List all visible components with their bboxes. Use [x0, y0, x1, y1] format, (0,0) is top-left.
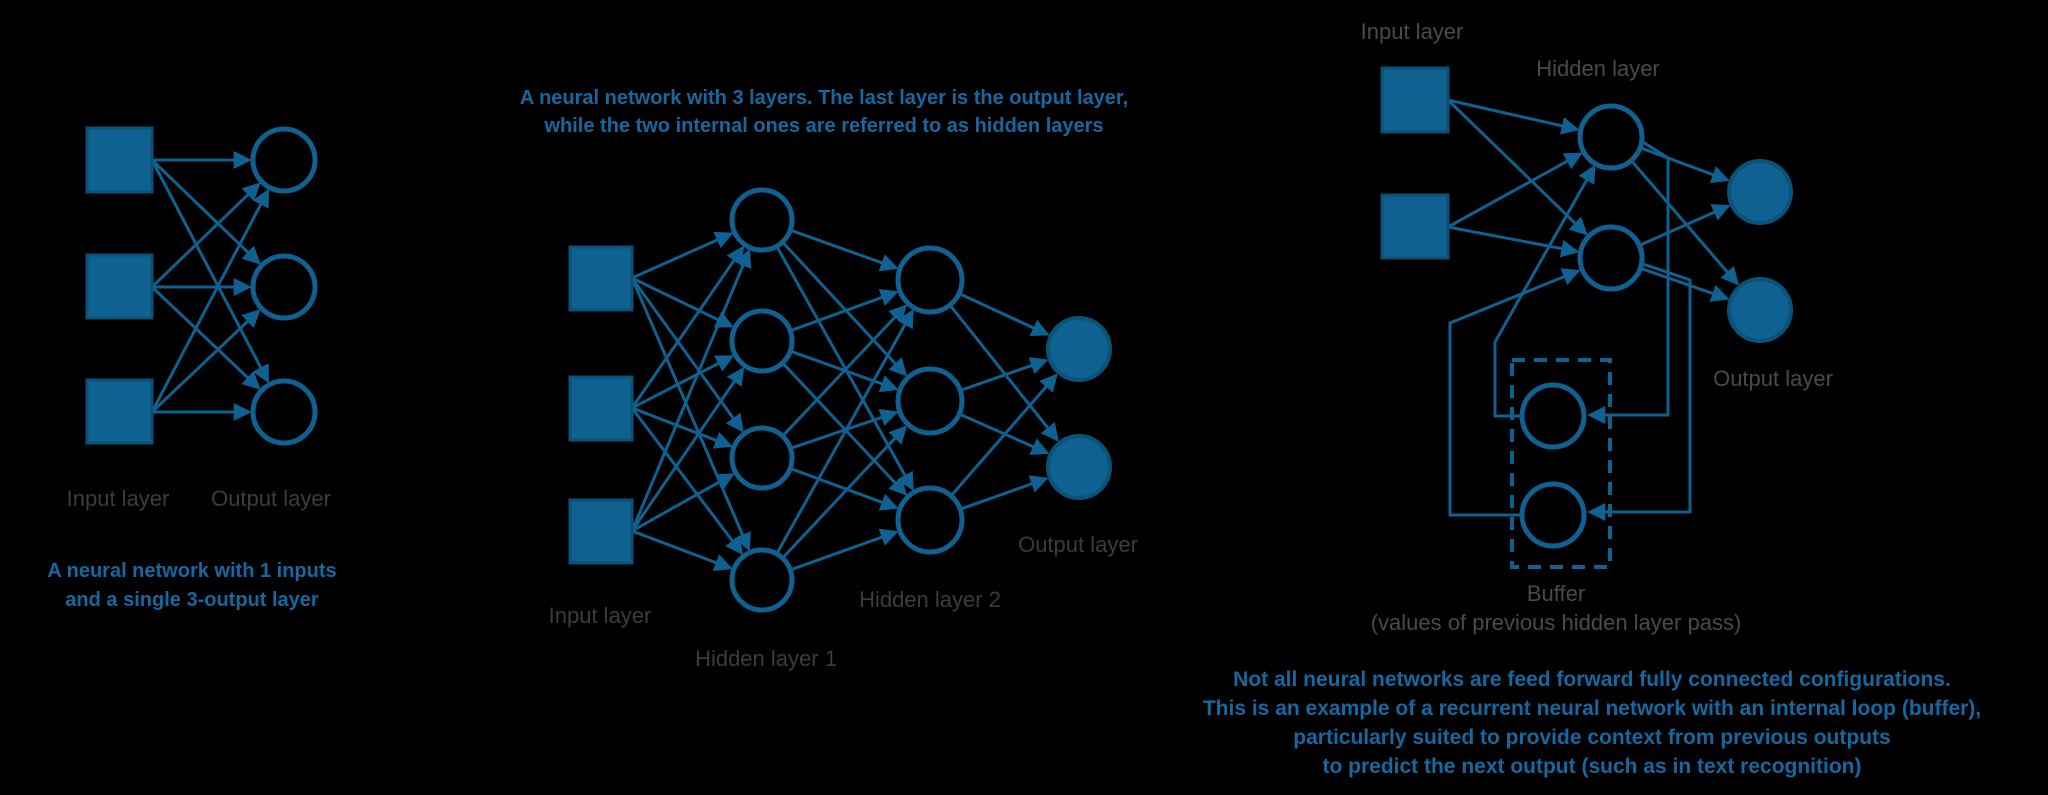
- d3-buffer-label: Buffer: [1526, 581, 1586, 606]
- connection-arrow: [150, 309, 261, 414]
- output-node: [1727, 159, 1793, 225]
- neuron-node: [895, 245, 965, 315]
- connection-arrow: [790, 528, 899, 571]
- neuron-node: [1577, 103, 1645, 171]
- connection-arrow: [630, 277, 744, 433]
- input-node: [568, 375, 634, 442]
- connection-arrow: [631, 406, 733, 449]
- neuron-node: [729, 547, 795, 613]
- connection-arrow: [631, 529, 733, 572]
- d2-caption-line1: A neural network with 3 layers. The last…: [519, 87, 1129, 109]
- connection-arrow: [1447, 152, 1583, 229]
- d2-caption-line2: while the two internal ones are referred…: [544, 115, 1104, 137]
- connection-arrow: [631, 473, 735, 533]
- d2-input-layer-label: Input layer: [548, 603, 652, 628]
- output-node: [1046, 434, 1112, 500]
- d3-caption-line2: This is an example of a recurrent neural…: [1202, 697, 1982, 720]
- d3-caption: Not all neural networks are feed forward…: [1203, 665, 1981, 781]
- d1-caption: A neural network with 1 inputs and a sin…: [47, 557, 336, 615]
- connection-arrow: [150, 159, 270, 384]
- connection-arrow: [790, 408, 899, 450]
- connection-arrow: [1446, 98, 1588, 236]
- feedback-connection: [1493, 164, 1596, 418]
- connection-arrow: [150, 158, 261, 265]
- feedback-connection: [1587, 262, 1692, 521]
- connection-arrow: [790, 229, 899, 272]
- d3-caption-line3: particularly suited to provide context f…: [1293, 726, 1891, 749]
- neuron-node: [250, 378, 318, 446]
- neuron-node: [895, 485, 965, 555]
- connection-arrow: [631, 355, 735, 410]
- connection-arrow: [631, 231, 734, 280]
- d3-output-layer-label: Output layer: [1713, 366, 1833, 391]
- connection-arrow: [960, 357, 1049, 392]
- connection-arrow: [790, 289, 899, 332]
- connection-arrow: [959, 292, 1050, 337]
- connection-arrow: [1640, 146, 1730, 184]
- d1-caption-line2: and a single 3-output layer: [65, 589, 319, 611]
- connection-arrow: [949, 304, 1059, 442]
- connection-arrow: [782, 304, 908, 437]
- three-layer-network: [568, 187, 1112, 613]
- connection-arrow: [1639, 204, 1731, 247]
- connection-arrow: [150, 188, 270, 413]
- neuron-node: [250, 126, 318, 194]
- connection-arrow: [630, 407, 744, 556]
- d1-caption-line1: A neural network with 1 inputs: [47, 560, 337, 582]
- neuron-node: [1519, 382, 1587, 450]
- d3-input-layer-label: Input layer: [1360, 19, 1464, 44]
- output-node: [1046, 316, 1112, 382]
- connection-arrow: [631, 276, 734, 328]
- d2-hidden-layer-1-label: Hidden layer 1: [695, 646, 837, 671]
- d2-output-layer-label: Output layer: [1018, 532, 1138, 557]
- d3-caption-line4: to predict the next output (such as in t…: [1322, 755, 1862, 778]
- connection-arrow: [790, 467, 899, 511]
- connection-arrow: [1447, 225, 1580, 258]
- d1-input-layer-label: Input layer: [66, 486, 170, 511]
- neuron-node: [729, 425, 795, 491]
- input-node: [1380, 66, 1450, 134]
- feedback-connection: [1448, 268, 1581, 517]
- connection-arrow: [630, 245, 745, 409]
- simple-network: [85, 126, 318, 446]
- connection-arrow: [960, 475, 1049, 511]
- neuron-node: [250, 253, 318, 321]
- d2-hidden-layer-2-label: Hidden layer 2: [859, 587, 1001, 612]
- buffer-box: [1510, 358, 1612, 569]
- connection-arrow: [1630, 160, 1739, 286]
- connection-arrow: [782, 425, 908, 559]
- connection-arrow: [950, 373, 1058, 497]
- connection-arrow: [630, 248, 752, 532]
- connection-arrow: [630, 277, 751, 552]
- output-node: [1727, 277, 1793, 343]
- d3-caption-line1: Not all neural networks are feed forward…: [1233, 668, 1951, 691]
- d1-output-layer-label: Output layer: [211, 486, 331, 511]
- d2-caption: A neural network with 3 layers. The last…: [520, 84, 1128, 140]
- input-node: [1380, 193, 1450, 260]
- connection-arrow: [1640, 267, 1730, 302]
- recurrent-network: [1380, 66, 1793, 569]
- connection-arrow: [1447, 98, 1580, 135]
- input-node: [85, 126, 154, 194]
- neuron-node: [729, 187, 795, 253]
- neuron-node: [729, 308, 795, 374]
- feedback-connection: [1587, 140, 1670, 424]
- input-node: [85, 378, 154, 445]
- input-node: [85, 253, 154, 320]
- d3-buffer-note-label: (values of previous hidden layer pass): [1370, 610, 1742, 635]
- input-node: [568, 245, 634, 312]
- connection-arrow: [775, 309, 914, 554]
- neuron-node: [1577, 224, 1645, 292]
- neuron-node: [895, 366, 965, 436]
- connection-arrow: [781, 241, 908, 377]
- connection-arrow: [630, 366, 745, 532]
- neuron-node: [1519, 481, 1587, 549]
- connection-arrow: [775, 246, 914, 491]
- connection-arrow: [150, 285, 261, 390]
- connection-arrow: [150, 182, 261, 289]
- input-node: [568, 498, 634, 565]
- d3-hidden-layer-label: Hidden layer: [1536, 56, 1660, 81]
